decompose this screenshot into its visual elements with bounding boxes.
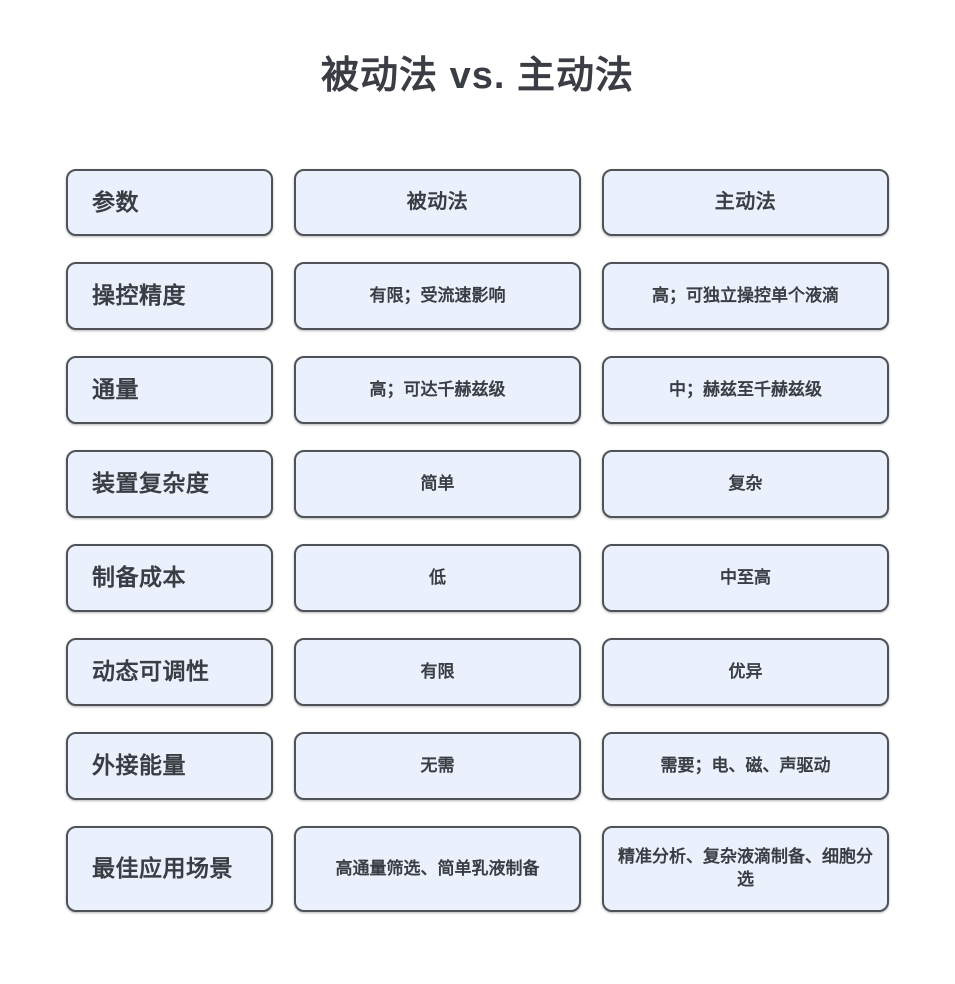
active-value: 中；赫兹至千赫兹级 (602, 356, 889, 424)
param-label: 外接能量 (66, 732, 273, 800)
active-value: 中至高 (602, 544, 889, 612)
param-label: 制备成本 (66, 544, 273, 612)
passive-value: 高通量筛选、简单乳液制备 (294, 826, 581, 912)
comparison-table: 参数 被动法 主动法 操控精度有限；受流速影响高；可独立操控单个液滴通量高；可达… (66, 169, 889, 912)
header-passive: 被动法 (294, 169, 581, 236)
passive-value: 简单 (294, 450, 581, 518)
active-value: 复杂 (602, 450, 889, 518)
passive-value: 有限；受流速影响 (294, 262, 581, 330)
passive-value: 低 (294, 544, 581, 612)
param-label: 动态可调性 (66, 638, 273, 706)
active-value: 高；可独立操控单个液滴 (602, 262, 889, 330)
param-label: 操控精度 (66, 262, 273, 330)
header-active: 主动法 (602, 169, 889, 236)
passive-value: 高；可达千赫兹级 (294, 356, 581, 424)
active-value: 精准分析、复杂液滴制备、细胞分选 (602, 826, 889, 912)
active-value: 需要；电、磁、声驱动 (602, 732, 889, 800)
active-value: 优异 (602, 638, 889, 706)
param-label: 通量 (66, 356, 273, 424)
param-label: 装置复杂度 (66, 450, 273, 518)
page-title: 被动法 vs. 主动法 (321, 55, 634, 97)
header-param: 参数 (66, 169, 273, 236)
passive-value: 无需 (294, 732, 581, 800)
param-label: 最佳应用场景 (66, 826, 273, 912)
passive-value: 有限 (294, 638, 581, 706)
